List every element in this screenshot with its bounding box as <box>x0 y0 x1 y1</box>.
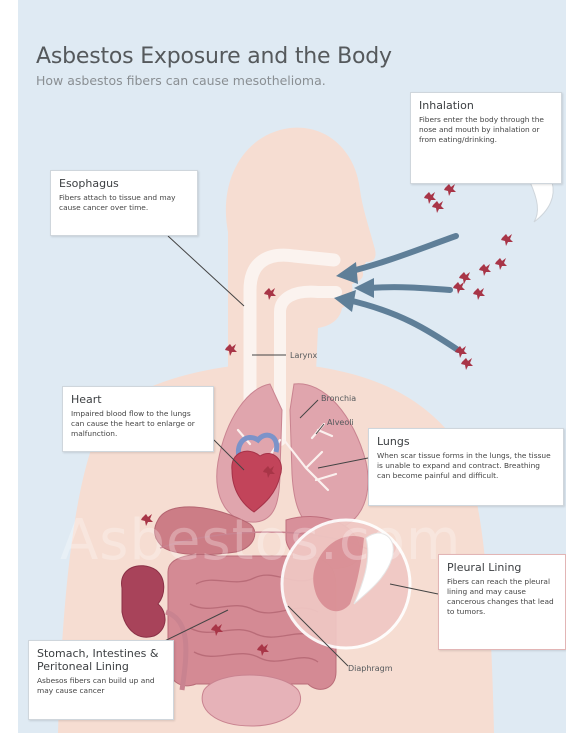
pleural-title: Pleural Lining <box>447 561 557 574</box>
heart-title: Heart <box>71 393 205 406</box>
heart-text: Impaired blood flow to the lungs can cau… <box>71 409 205 439</box>
asbestos-fiber-icon <box>495 258 507 270</box>
esophagus-callout: Esophagus Fibers attach to tissue and ma… <box>50 170 198 236</box>
esophagus-text: Fibers attach to tissue and may cause ca… <box>59 193 189 213</box>
diaphragm-label: Diaphragm <box>348 664 393 673</box>
heart-callout: Heart Impaired blood flow to the lungs c… <box>62 386 214 452</box>
lungs-text: When scar tissue forms in the lungs, the… <box>377 451 555 481</box>
stomach-intestines-callout: Stomach, Intestines & Peritoneal Lining … <box>28 640 174 720</box>
lungs-callout: Lungs When scar tissue forms in the lung… <box>368 428 564 506</box>
asbestos-fiber-icon <box>432 201 444 213</box>
asbestos-fiber-icon <box>453 282 465 294</box>
asbestos-fiber-icon <box>501 234 513 246</box>
inhalation-bubble-tail <box>530 182 553 222</box>
esophagus-title: Esophagus <box>59 177 189 190</box>
inhalation-title: Inhalation <box>419 99 553 112</box>
airflow-arrow-icon-2 <box>370 287 450 290</box>
page-subtitle: How asbestos fibers can cause mesothelio… <box>36 73 326 88</box>
asbestos-fiber-icon <box>473 288 485 300</box>
larynx-label: Larynx <box>290 351 317 360</box>
bronchia-label: Bronchia <box>321 394 356 403</box>
kidney <box>122 566 166 637</box>
airflow-arrow-icon-3 <box>348 300 458 350</box>
inhalation-text: Fibers enter the body through the nose a… <box>419 115 553 145</box>
pleural-text: Fibers can reach the pleural lining and … <box>447 577 557 617</box>
asbestos-fiber-icon <box>424 192 436 204</box>
stomach-text: Asbesos fibers can build up and may caus… <box>37 676 165 696</box>
asbestos-fiber-icon <box>461 358 473 370</box>
stomach-title: Stomach, Intestines & Peritoneal Lining <box>37 647 165 673</box>
lungs-title: Lungs <box>377 435 555 448</box>
asbestos-fiber-icon <box>459 272 471 284</box>
asbestos-fiber-icon <box>444 184 456 196</box>
watermark: Asbestos.com <box>60 508 461 573</box>
bladder <box>202 675 300 726</box>
inhalation-callout: Inhalation Fibers enter the body through… <box>410 92 562 184</box>
asbestos-fiber-icon <box>479 264 491 276</box>
page-title: Asbestos Exposure and the Body <box>36 44 392 69</box>
infographic-poster: Asbestos.com Asbestos Exposure and the B… <box>18 0 566 733</box>
alveoli-label: Alveoli <box>327 418 354 427</box>
pleural-lining-callout: Pleural Lining Fibers can reach the pleu… <box>438 554 566 650</box>
